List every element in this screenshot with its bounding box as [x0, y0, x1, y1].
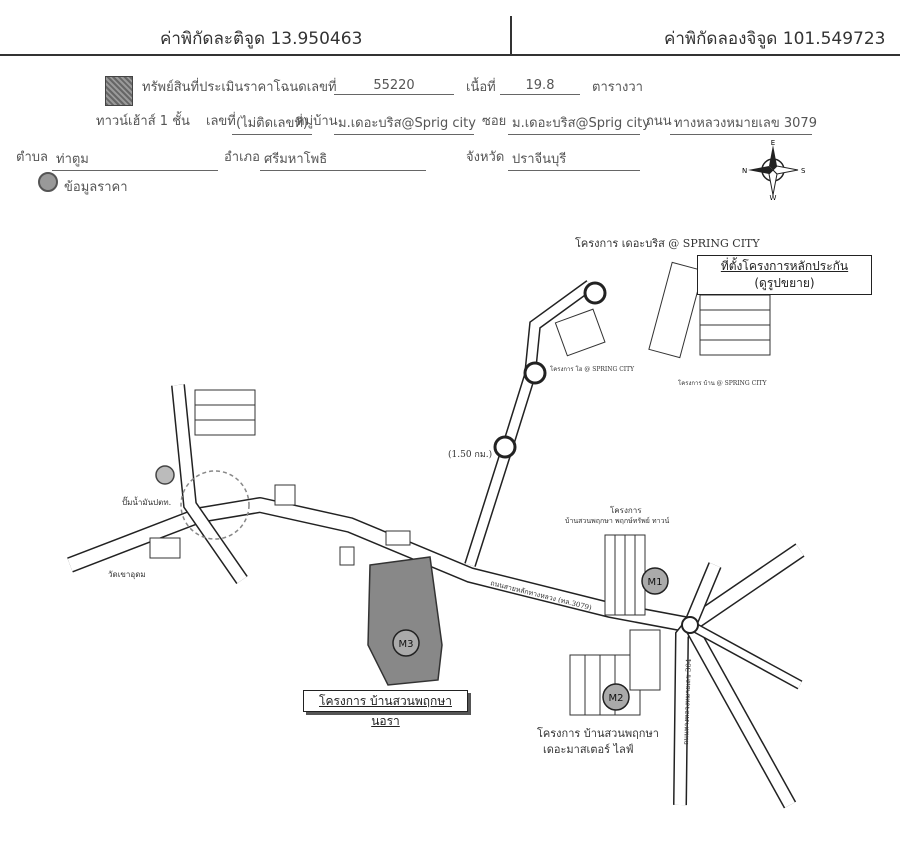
- area-label: เนื้อที่: [466, 80, 496, 95]
- m1-parcel: [604, 534, 646, 616]
- longitude-text: ค่าพิกัดลองจิจูด 101.549723: [664, 29, 886, 49]
- road-value: ทางหลวงหมายเลข 3079: [670, 112, 817, 135]
- coordinate-divider: [510, 16, 512, 56]
- map-canvas: โครงการ เดอะบริส @ SPRING CITY โครงการ โ…: [67, 236, 805, 809]
- soi-label: ซอย: [482, 114, 507, 129]
- roundabout-east: [681, 616, 699, 634]
- left-road-fill: [172, 384, 247, 584]
- compass-n-label: N: [742, 167, 747, 175]
- asset-hatch-swatch-icon: [105, 76, 133, 106]
- district-label: อำเภอ: [224, 150, 260, 165]
- road-304-label: ถนนทางหลวงหมายเลข 304: [682, 658, 693, 745]
- spring-city-project-label: โครงการ เดอะบริส @ SPRING CITY: [575, 236, 760, 250]
- distance-label: (1.50 กม.): [448, 449, 492, 460]
- m2-marker-label: M2: [609, 693, 624, 704]
- area-unit: ตารางวา: [592, 80, 643, 95]
- road-south-east-fill: [685, 622, 795, 808]
- m1-marker-icon: [641, 567, 669, 595]
- road-east-fill: [688, 621, 802, 689]
- price-legend-dot-icon: [38, 172, 58, 192]
- collateral-line2: (ดูรูปขยาย): [754, 276, 815, 290]
- m2-project-line1: โครงการ บ้านสวนพฤกษา: [537, 726, 659, 740]
- left-cluster-blocks: [149, 389, 411, 566]
- province-value: ปราจีนบุรี: [508, 148, 640, 171]
- latitude-text: ค่าพิกัดละติจูด 13.950463: [160, 29, 363, 49]
- coordinate-bar: ค่าพิกัดละติจูด 13.950463 ค่าพิกัดลองจิจ…: [0, 0, 900, 56]
- roundabout-small-3: [583, 281, 607, 305]
- m2-project-line2: เดอะมาสเตอร์ ไลฟ์: [543, 743, 634, 756]
- m1-marker-label: M1: [648, 577, 663, 588]
- deed-number: 55220: [334, 78, 454, 95]
- spring-city-sub2-label: โครงการ บ้าน @ SPRING CITY: [678, 379, 768, 387]
- subdistrict-value: ท่าตูม: [52, 148, 218, 171]
- collateral-line1: ที่ตั้งโครงการหลักประกัน: [720, 259, 849, 273]
- location-map: โครงการ เดอะบริส @ SPRING CITY โครงการ โ…: [50, 225, 890, 815]
- gas-station-label: ปั๊มน้ำมันปตท.: [122, 496, 171, 507]
- road-label: ถนน: [646, 114, 672, 129]
- price-legend-label: ข้อมูลราคา: [64, 180, 128, 195]
- asset-label: ทรัพย์สินที่ประเมินราคาโฉนดเลขที่: [142, 80, 337, 95]
- property-form: ทรัพย์สินที่ประเมินราคาโฉนดเลขที่ 55220 …: [0, 60, 900, 200]
- roundabout-small-1: [493, 435, 517, 459]
- compass-w-label: W: [770, 194, 777, 200]
- village-label: หมู่บ้าน: [296, 114, 338, 129]
- spring-city-sub1-label: โครงการ โฮ @ SPRING CITY: [550, 365, 635, 373]
- m3-marker-icon: [392, 629, 420, 657]
- house-no: (ไม่ติดเลขที่): [232, 112, 313, 135]
- highway-3079-fill: [67, 498, 804, 632]
- temple-label: วัดเขาอุดม: [108, 570, 146, 579]
- m1-project-label: โครงการ: [610, 505, 642, 515]
- compass-e-label: E: [771, 140, 775, 147]
- province-label: จังหวัด: [466, 150, 505, 165]
- compass-s-label: S: [801, 167, 806, 175]
- spring-city-blocks: [554, 261, 771, 359]
- village-value: ม.เดอะบริส@Sprig city: [334, 112, 476, 135]
- m3-parcel: [367, 556, 443, 686]
- m2-parcel: [569, 629, 661, 716]
- area-value: 19.8: [500, 78, 580, 95]
- collateral-location-box: ที่ตั้งโครงการหลักประกัน (ดูรูปขยาย): [697, 255, 872, 295]
- roundabout-main: [180, 470, 250, 540]
- m2-marker-icon: [602, 683, 630, 711]
- m1-project-name: บ้านสวนพฤกษา พฤกษ์ทรัพย์ ทาวน์: [565, 517, 670, 525]
- m3-marker-label: M3: [399, 639, 414, 650]
- house-no-label: เลขที่: [206, 114, 236, 129]
- m3-project-box: โครงการ บ้านสวนพฤกษา นอรา: [303, 690, 468, 728]
- soi-value: ม.เดอะบริส@Sprig city: [508, 112, 650, 135]
- subdistrict-label: ตำบล: [16, 150, 48, 165]
- building-type: ทาวน์เฮ้าส์ 1 ชั้น: [96, 114, 190, 129]
- compass-icon: E W N S: [742, 140, 806, 200]
- district-value: ศรีมหาโพธิ: [260, 148, 426, 171]
- gas-station-icon: [155, 465, 175, 485]
- roundabout-small-2: [523, 361, 547, 385]
